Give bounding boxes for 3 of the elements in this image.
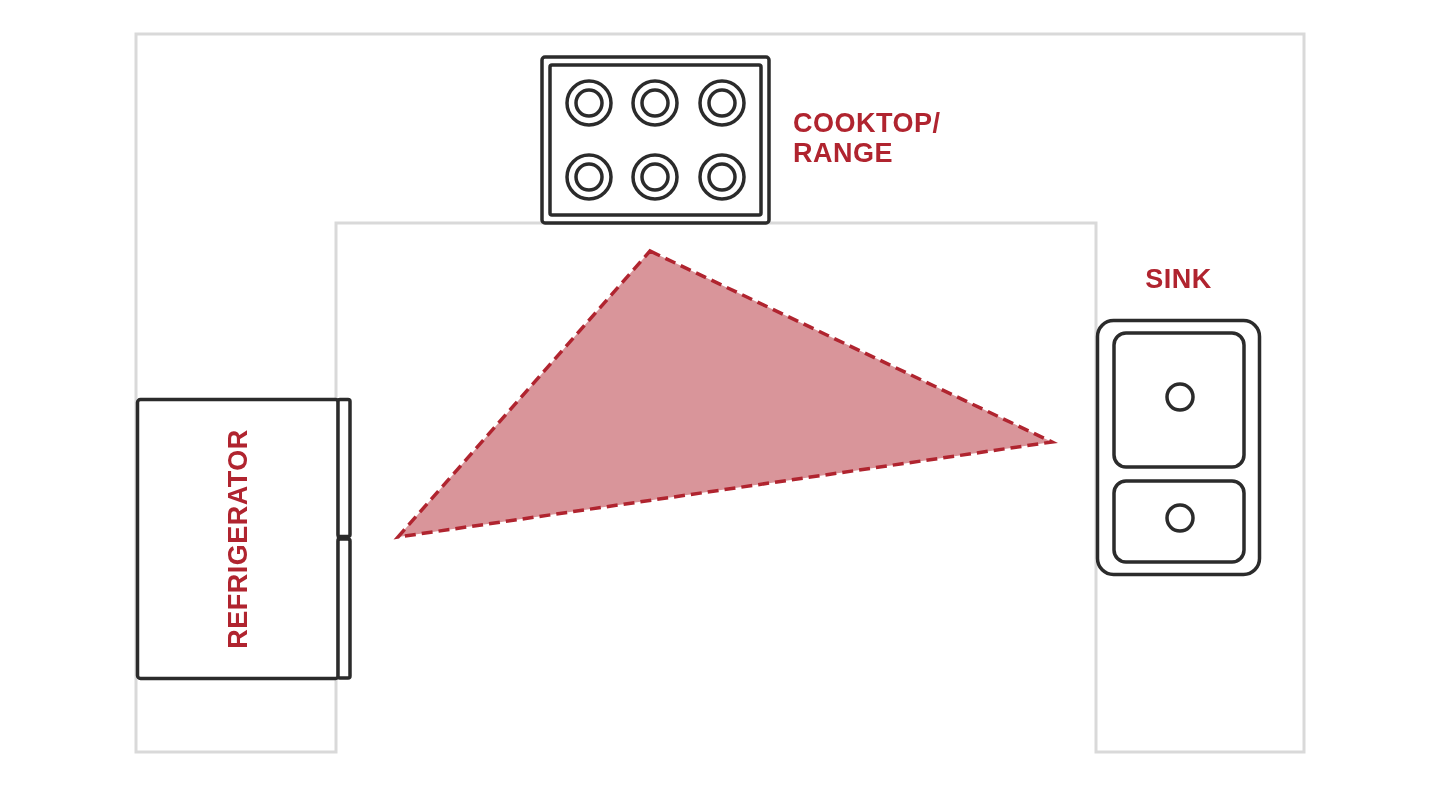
appliance-label: COOKTOP/ RANGE bbox=[793, 108, 942, 168]
appliance-label: SINK bbox=[1144, 264, 1213, 294]
appliance-label: REFRIGERATOR bbox=[223, 429, 253, 649]
